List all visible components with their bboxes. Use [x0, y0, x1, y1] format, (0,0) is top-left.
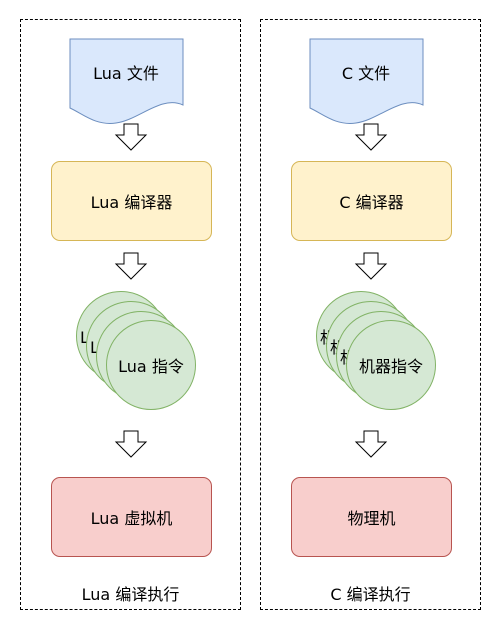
c-panel-caption: C 编译执行 — [330, 585, 411, 604]
lua-virtual-machine-box: Lua 虚拟机 — [51, 477, 212, 557]
physical-machine-box: 物理机 — [291, 477, 452, 557]
lua-panel-caption: Lua 编译执行 — [81, 585, 180, 604]
c-execution-panel: C 文件 C 编译器 机器指令 机器指令 机器指令 机器指令 物理机 C 编译执… — [260, 19, 481, 610]
down-arrow-icon — [354, 252, 388, 280]
c-file-document-shape — [309, 38, 424, 124]
down-arrow-icon — [354, 123, 388, 151]
c-instruction-circle: 机器指令 — [346, 320, 436, 410]
down-arrow-icon — [114, 252, 148, 280]
lua-file-label: Lua 文件 — [93, 64, 159, 83]
down-arrow-icon — [354, 430, 388, 458]
c-compiler-box: C 编译器 — [291, 161, 452, 241]
c-file-label: C 文件 — [341, 64, 391, 83]
lua-execution-panel: Lua 文件 Lua 编译器 Lua 指令 Lua 指令 Lua 指令 Lua … — [20, 19, 241, 610]
down-arrow-icon — [114, 123, 148, 151]
down-arrow-icon — [114, 430, 148, 458]
lua-compiler-box: Lua 编译器 — [51, 161, 212, 241]
lua-file-document-shape — [69, 38, 184, 124]
lua-instruction-circle: Lua 指令 — [106, 320, 196, 410]
